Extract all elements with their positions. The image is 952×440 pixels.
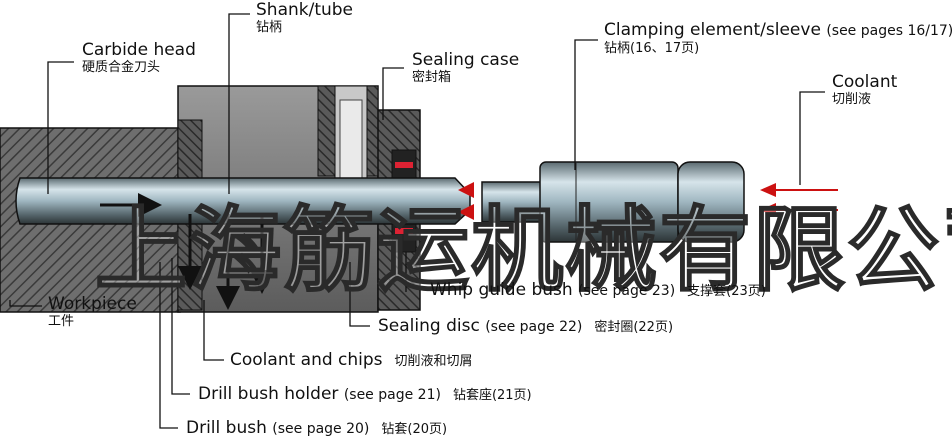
shank-tube [15, 177, 543, 225]
label-sealing-case: Sealing case 密封箱 [412, 50, 520, 85]
label-coolant: Coolant 切削液 [832, 72, 898, 107]
label-drill-bush-holder: Drill bush holder (see page 21)钻套座(21页) [198, 384, 532, 404]
clamping-sleeve [539, 161, 745, 243]
label-workpiece: Workpiece 工件 [48, 294, 137, 329]
chip-flow-arrows [100, 193, 274, 310]
label-clamping-element: Clamping element/sleeve (see pages 16/17… [604, 20, 952, 56]
label-sealing-disc: Sealing disc (see page 22)密封圈(22页) [378, 316, 674, 336]
coolant-arrows [458, 182, 838, 220]
watermark-text: 上海筋运机械有限公司 [94, 195, 952, 305]
label-whip-guide-bush: Whip guide bush (see page 23)支撑套(23页) [430, 280, 766, 300]
leader-lines [9, 13, 825, 429]
label-carbide-head: Carbide head 硬质合金刀头 [82, 40, 196, 75]
label-drill-bush: Drill bush (see page 20)钻套(20页) [186, 418, 448, 438]
label-shank-tube: Shank/tube 钻柄 [256, 0, 354, 35]
